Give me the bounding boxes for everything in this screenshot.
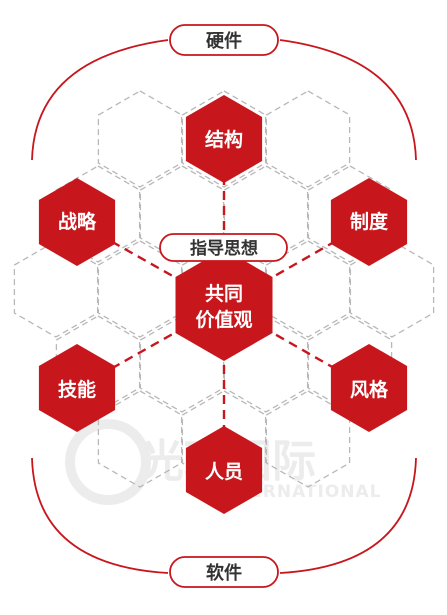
watermark-logo-icon [65,419,151,505]
grid-hexagon [349,240,435,338]
grid-hexagon [265,390,351,488]
node-skills-label: 技能 [58,378,96,401]
grid-hexagon [97,240,183,338]
center-label-line1: 共同 [205,283,243,305]
node-structure-label: 结构 [205,128,243,151]
node-style-label: 风格 [350,378,389,401]
grid-hexagon [97,90,183,188]
guiding-pill: 指导思想 [159,233,288,262]
top-pill: 硬件 [169,24,279,56]
software-arc [279,457,417,574]
bottom-pill: 软件 [169,556,279,588]
grid-hexagon [181,90,267,188]
grid-hexagon [139,165,225,263]
node-system-label: 制度 [350,210,389,233]
grid-hexagon [139,315,225,413]
node-skills-hexagon [38,344,116,432]
node-style-hexagon [330,344,408,432]
hardware-arc [31,39,169,161]
node-strategy-label: 战略 [58,210,97,233]
grid-hexagon [13,240,99,338]
node-system-hexagon [330,178,408,266]
node-structure-hexagon [185,95,263,183]
node-strategy-hexagon [38,178,116,266]
center-hexagon [175,249,273,361]
center-label-line2: 价值观 [195,308,252,331]
grid-hexagon [223,165,309,263]
outer-frame [31,39,417,574]
grid-hexagon [265,240,351,338]
software-label: 软件 [206,562,242,584]
grid-hexagon [307,165,393,263]
hardware-label: 硬件 [206,30,242,52]
node-staff-label: 人员 [205,461,243,483]
grid-hexagon [265,90,351,188]
hexagon-nodes [38,95,408,514]
hardware-arc [279,39,417,161]
software-arc [31,457,169,574]
guiding-thought-label: 指导思想 [190,238,258,259]
node-staff-hexagon [185,426,263,514]
